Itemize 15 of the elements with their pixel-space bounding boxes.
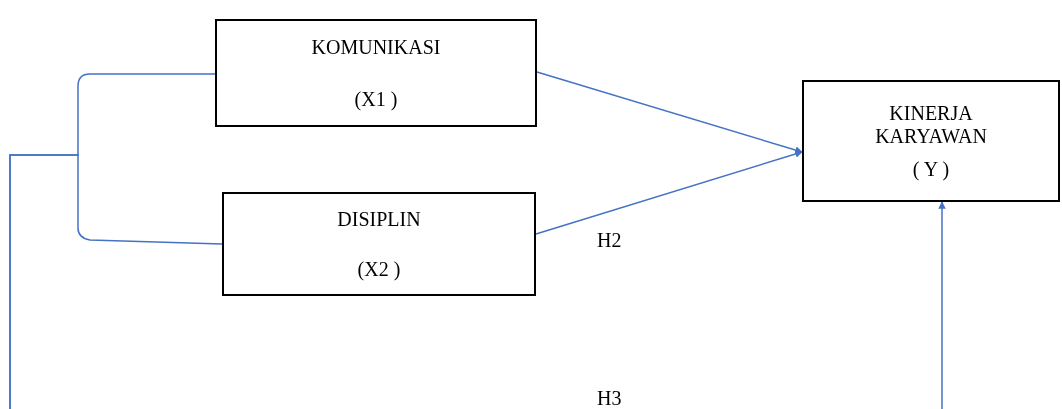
variable-name: KOMUNIKASI	[311, 35, 441, 59]
connector-line	[9, 154, 223, 409]
variable-box	[802, 80, 1060, 202]
hypothesis-label: H3	[597, 387, 622, 409]
variable-code: (X2 )	[357, 257, 401, 281]
variable-name: DISIPLIN	[337, 207, 421, 231]
variable-code: (X1 )	[354, 87, 398, 111]
arrow	[536, 71, 803, 154]
variable-box	[222, 192, 536, 296]
arrow	[938, 201, 946, 409]
variable-box	[215, 19, 537, 127]
variable-code: ( Y )	[912, 157, 950, 181]
hypothesis-label: H2	[597, 229, 622, 252]
arrow	[535, 150, 803, 235]
variable-name: KINERJA KARYAWAN	[874, 101, 988, 148]
